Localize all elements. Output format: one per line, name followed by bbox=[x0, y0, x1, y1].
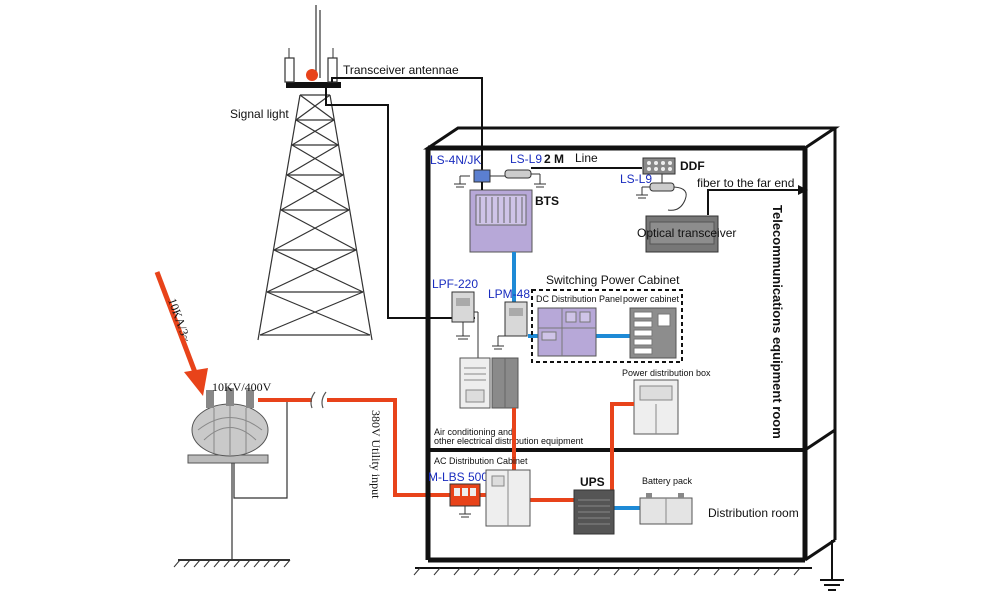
ac-distribution-cabinet bbox=[485, 469, 531, 527]
ls4njk-label: LS-4N/JK bbox=[430, 153, 481, 167]
lsl9-right-surge-protector bbox=[636, 174, 687, 211]
power-distribution-box-label: Power distribution box bbox=[622, 368, 711, 378]
lsl9-right-label: LS-L9 bbox=[620, 172, 652, 186]
aircon-label-line2: other electrical distribution equipment bbox=[434, 436, 584, 446]
ddf-label: DDF bbox=[680, 159, 705, 173]
utility-input-label: 380V Utility input bbox=[369, 410, 383, 499]
air-conditioner-indoor bbox=[459, 357, 491, 409]
ddf-frame bbox=[642, 157, 676, 175]
lpm48-surge-protector bbox=[492, 301, 528, 350]
earth-hatch-left bbox=[173, 559, 291, 568]
transformer bbox=[187, 388, 269, 464]
power-cabinet-unit bbox=[629, 307, 677, 359]
lsl9-top-surge-protector bbox=[504, 169, 546, 188]
lightning-arrow bbox=[154, 271, 208, 396]
switching-power-cabinet-frame bbox=[531, 289, 683, 363]
ac-distribution-cabinet-label: AC Distribution Cabinet bbox=[434, 456, 528, 466]
transceiver-antennae-label: Transceiver antennae bbox=[343, 63, 459, 77]
line-break-symbol bbox=[310, 391, 327, 409]
transformer-grounding bbox=[178, 400, 290, 561]
distribution-room-label: Distribution room bbox=[708, 506, 799, 520]
dc-distribution-panel bbox=[537, 307, 597, 357]
telecom-room-label: Telecommunications equipment room bbox=[770, 205, 785, 439]
battery-pack-label: Battery pack bbox=[642, 476, 693, 486]
line-label: Line bbox=[575, 151, 598, 165]
electrical-distribution-cabinet bbox=[491, 357, 519, 409]
transformer-rating-label: 10KV/400V bbox=[212, 380, 272, 394]
ls4njk-surge-protector bbox=[454, 169, 491, 188]
two-m-label: 2 M bbox=[544, 152, 564, 166]
lpf220-surge-protector bbox=[451, 291, 479, 358]
battery-pack bbox=[639, 493, 693, 525]
fiber-label: fiber to the far end bbox=[697, 176, 794, 190]
ups-label: UPS bbox=[580, 475, 605, 489]
switching-power-cabinet-label: Switching Power Cabinet bbox=[546, 273, 680, 287]
ups-unit bbox=[573, 489, 615, 535]
power-cabinet-label: power cabinet bbox=[623, 294, 680, 304]
bts-cabinet bbox=[469, 189, 533, 253]
antenna-feeder-cables bbox=[325, 77, 483, 319]
communication-tower bbox=[257, 5, 373, 341]
mlbs5000-surge-protector bbox=[449, 483, 481, 518]
aircon-label-line1: Air conditioning and bbox=[434, 427, 513, 437]
bts-label: BTS bbox=[535, 194, 559, 208]
optical-transceiver bbox=[645, 215, 719, 253]
lpf220-label: LPF-220 bbox=[432, 277, 478, 291]
lsl9-top-label: LS-L9 bbox=[510, 152, 542, 166]
dc-panel-label: DC Distribution Panel bbox=[536, 294, 622, 304]
lightning-current-label: 10KA/3~ bbox=[165, 296, 194, 344]
lpm48-label: LPM-48 bbox=[488, 287, 530, 301]
optical-transceiver-label: Optical transceiver bbox=[637, 226, 736, 240]
ac-power-lines bbox=[480, 402, 634, 502]
signal-light-label: Signal light bbox=[230, 107, 289, 121]
power-distribution-box bbox=[633, 379, 679, 435]
dc-power-lines bbox=[512, 252, 640, 510]
signal-light-icon bbox=[306, 69, 318, 81]
antenna-assembly bbox=[284, 48, 341, 88]
building-ground-symbol bbox=[820, 540, 844, 591]
fiber-line bbox=[707, 185, 808, 215]
mlbs5000-label: M-LBS 5000 bbox=[428, 470, 495, 484]
building-structure bbox=[423, 126, 840, 563]
utility-power-line bbox=[258, 398, 450, 497]
earth-hatch-building bbox=[413, 567, 801, 576]
